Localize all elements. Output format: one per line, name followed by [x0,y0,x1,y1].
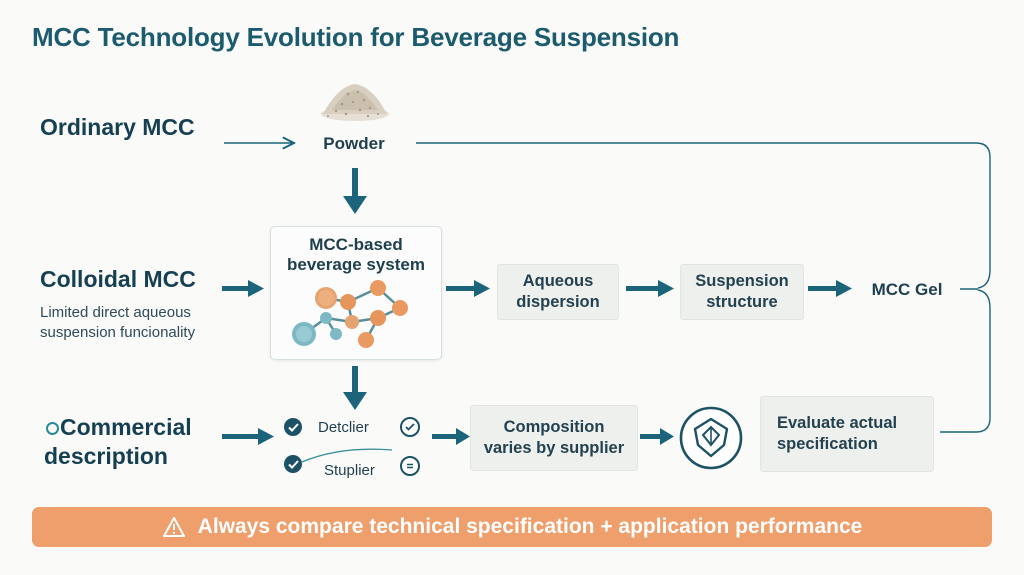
node-suspension-structure: Suspension structure [680,264,804,320]
node-system-line1: MCC-based [309,235,403,254]
row-label-commercial-line2: description [44,443,168,469]
suspension-line1: Suspension [695,272,789,290]
check-circle-icon-2 [284,455,302,473]
bullet-ring-icon [46,422,59,435]
aqueous-line1: Aqueous [522,272,594,290]
row-label-commercial-line1: Commercial [60,414,192,440]
arrow-system-to-aqueous [446,280,490,297]
arrow-suspension-to-gel [808,280,852,297]
node-mcc-gel: MCC Gel [871,280,943,299]
arrow-commercial-to-suppliers [222,428,274,445]
arrow-system-to-suppliers [343,366,367,410]
evaluate-line2: specification [777,435,878,453]
shield-badge-icon [679,406,743,470]
warning-triangle-icon [162,517,185,537]
line-powder-to-right [416,142,991,289]
suspension-line2: structure [706,293,778,311]
node-composition: Composition varies by supplier [470,405,638,471]
arrow-composition-to-shield [640,428,674,445]
line-right-to-evaluate [940,289,991,433]
node-powder: Powder [323,134,385,153]
row-label-ordinary: Ordinary MCC [40,114,195,140]
composition-line1: Composition [503,418,605,436]
arrow-suppliers-to-composition [432,428,470,445]
check-circle-icon [284,418,302,436]
colloidal-note-line2: suspension funcionality [40,324,196,341]
banner-text: Always compare technical specification +… [197,515,863,538]
evaluate-line1: Evaluate actual [777,414,898,432]
supplier-b-label: Stuplier [324,462,375,479]
equals-ring-icon [400,456,420,476]
powder-pile-icon [321,84,389,121]
check-ring-icon [400,417,420,437]
supplier-a-label: Detclier [318,419,369,436]
node-system-line2: beverage system [287,255,425,274]
node-aqueous-dispersion: Aqueous dispersion [497,264,619,320]
row-label-colloidal: Colloidal MCC [40,266,196,292]
arrow-colloidal-to-system [222,280,264,297]
composition-line2: varies by supplier [483,439,625,457]
molecule-network-icon [292,280,408,348]
advice-banner: Always compare technical specification +… [32,507,992,547]
page-title: MCC Technology Evolution for Beverage Su… [32,22,680,52]
colloidal-note-line1: Limited direct aqueous [40,304,191,321]
arrow-powder-to-system [343,168,367,214]
supplier-swoosh [301,448,393,463]
aqueous-line2: dispersion [516,293,600,311]
node-evaluate: Evaluate actual specification [760,396,934,472]
arrow-aqueous-to-suspension [626,280,674,297]
